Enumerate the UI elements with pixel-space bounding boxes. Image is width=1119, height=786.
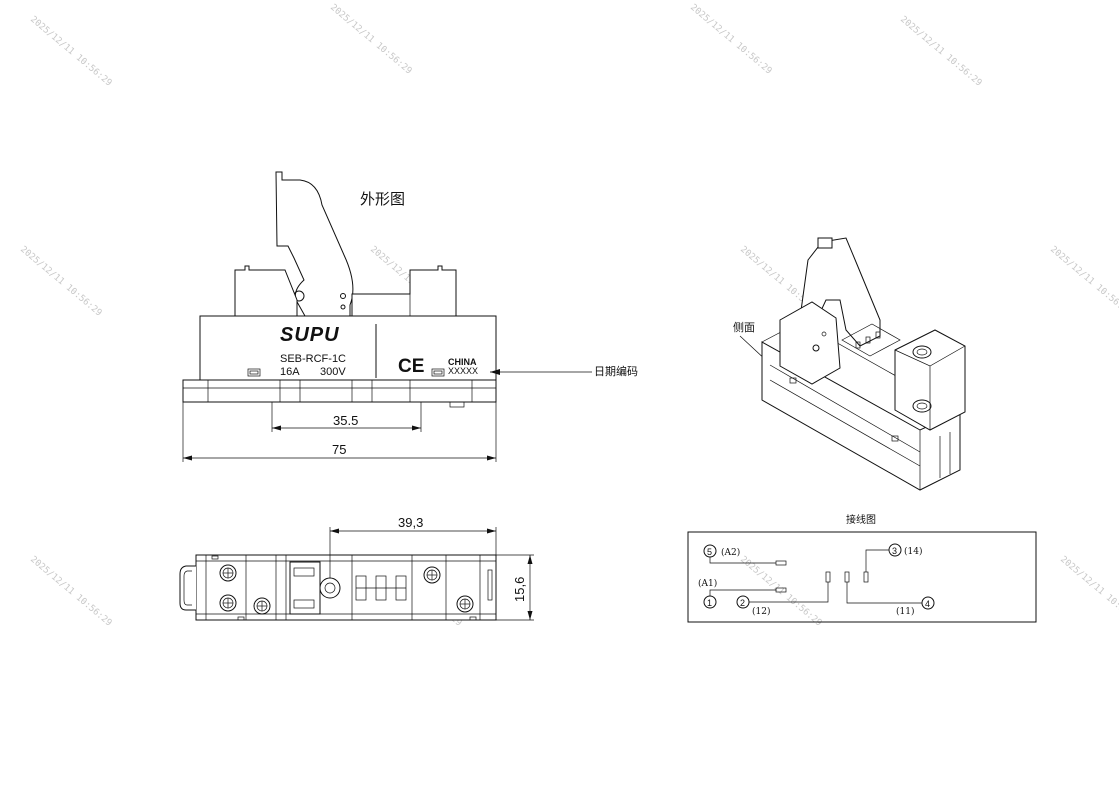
- watermark: 2025/12/11 10:56:29: [328, 3, 413, 77]
- watermark-layer: 2025/12/11 10:56:29 2025/12/11 10:56:29 …: [18, 3, 1119, 629]
- dimension-inner: 35.5: [333, 413, 358, 428]
- watermark: 2025/12/11 10:56:29: [1058, 555, 1119, 629]
- dimension-height: 15,6: [512, 577, 527, 602]
- side-label: 侧面: [733, 321, 755, 334]
- watermark: 2025/12/11 10:56:29: [688, 3, 773, 77]
- terminal-4-label: (11): [896, 606, 914, 617]
- wiring-frame: [687, 531, 1037, 623]
- top-view: 39,3 15,6: [179, 515, 534, 621]
- terminal-1: [703, 595, 717, 609]
- voltage-rating: 300V: [320, 366, 346, 378]
- model-label: SEB-RCF-1C: [280, 353, 346, 365]
- base-flange: [182, 379, 497, 403]
- screw-terminal: [219, 594, 237, 612]
- date-code-callout: 日期编码: [594, 364, 638, 378]
- watermark: 2025/12/11 10:56:29: [28, 555, 113, 629]
- left-latch: [234, 265, 298, 317]
- date-code-label: XXXXX: [448, 366, 478, 376]
- isometric-view: 侧面: [733, 237, 966, 491]
- terminal-5-label: (A2): [721, 547, 740, 558]
- screw-terminal: [253, 597, 271, 615]
- origin-label: CHINA: [448, 357, 477, 367]
- outline-title: 外形图: [360, 190, 405, 208]
- terminal-2-label: (12): [752, 606, 770, 617]
- ce-mark: CE: [398, 356, 424, 377]
- terminal-4-number: 4: [925, 599, 930, 609]
- watermark: 2025/12/11 10:56:29: [1048, 245, 1119, 319]
- screw-terminal: [219, 564, 237, 582]
- front-dimensions: 35.5 75: [182, 402, 497, 462]
- terminal-3-number: 3: [892, 546, 897, 556]
- top-dimensions: 39,3 15,6: [329, 515, 534, 621]
- screw-terminal: [423, 566, 441, 584]
- terminal-5-number: 5: [707, 547, 712, 557]
- current-rating: 16A: [280, 366, 300, 378]
- watermark: 2025/12/11 10:56:29: [28, 15, 113, 89]
- watermark: 2025/12/11 10:56:29: [738, 555, 823, 629]
- terminal-3-label: (14): [904, 546, 922, 557]
- brand-logo: SUPU: [280, 324, 340, 346]
- terminal-4: [921, 596, 935, 610]
- right-latch: [351, 265, 457, 317]
- watermark: 2025/12/11 10:56:29: [18, 245, 103, 319]
- wiring-diagram: 接线图 5 (A2) (A1) 1 2 (12) 3 (14) 4 (11): [687, 513, 1037, 623]
- dimension-total: 75: [332, 442, 346, 457]
- wiring-title: 接线图: [846, 513, 876, 526]
- screw-terminal: [456, 595, 474, 613]
- dimension-width: 39,3: [398, 515, 423, 530]
- terminal-1-number: 1: [707, 598, 712, 608]
- front-view: 外形图 SUPU SEB-RCF-1C: [182, 171, 638, 462]
- terminal-1-label: (A1): [698, 578, 717, 589]
- watermark: 2025/12/11 10:56:29: [898, 15, 983, 89]
- terminal-2-number: 2: [740, 598, 745, 608]
